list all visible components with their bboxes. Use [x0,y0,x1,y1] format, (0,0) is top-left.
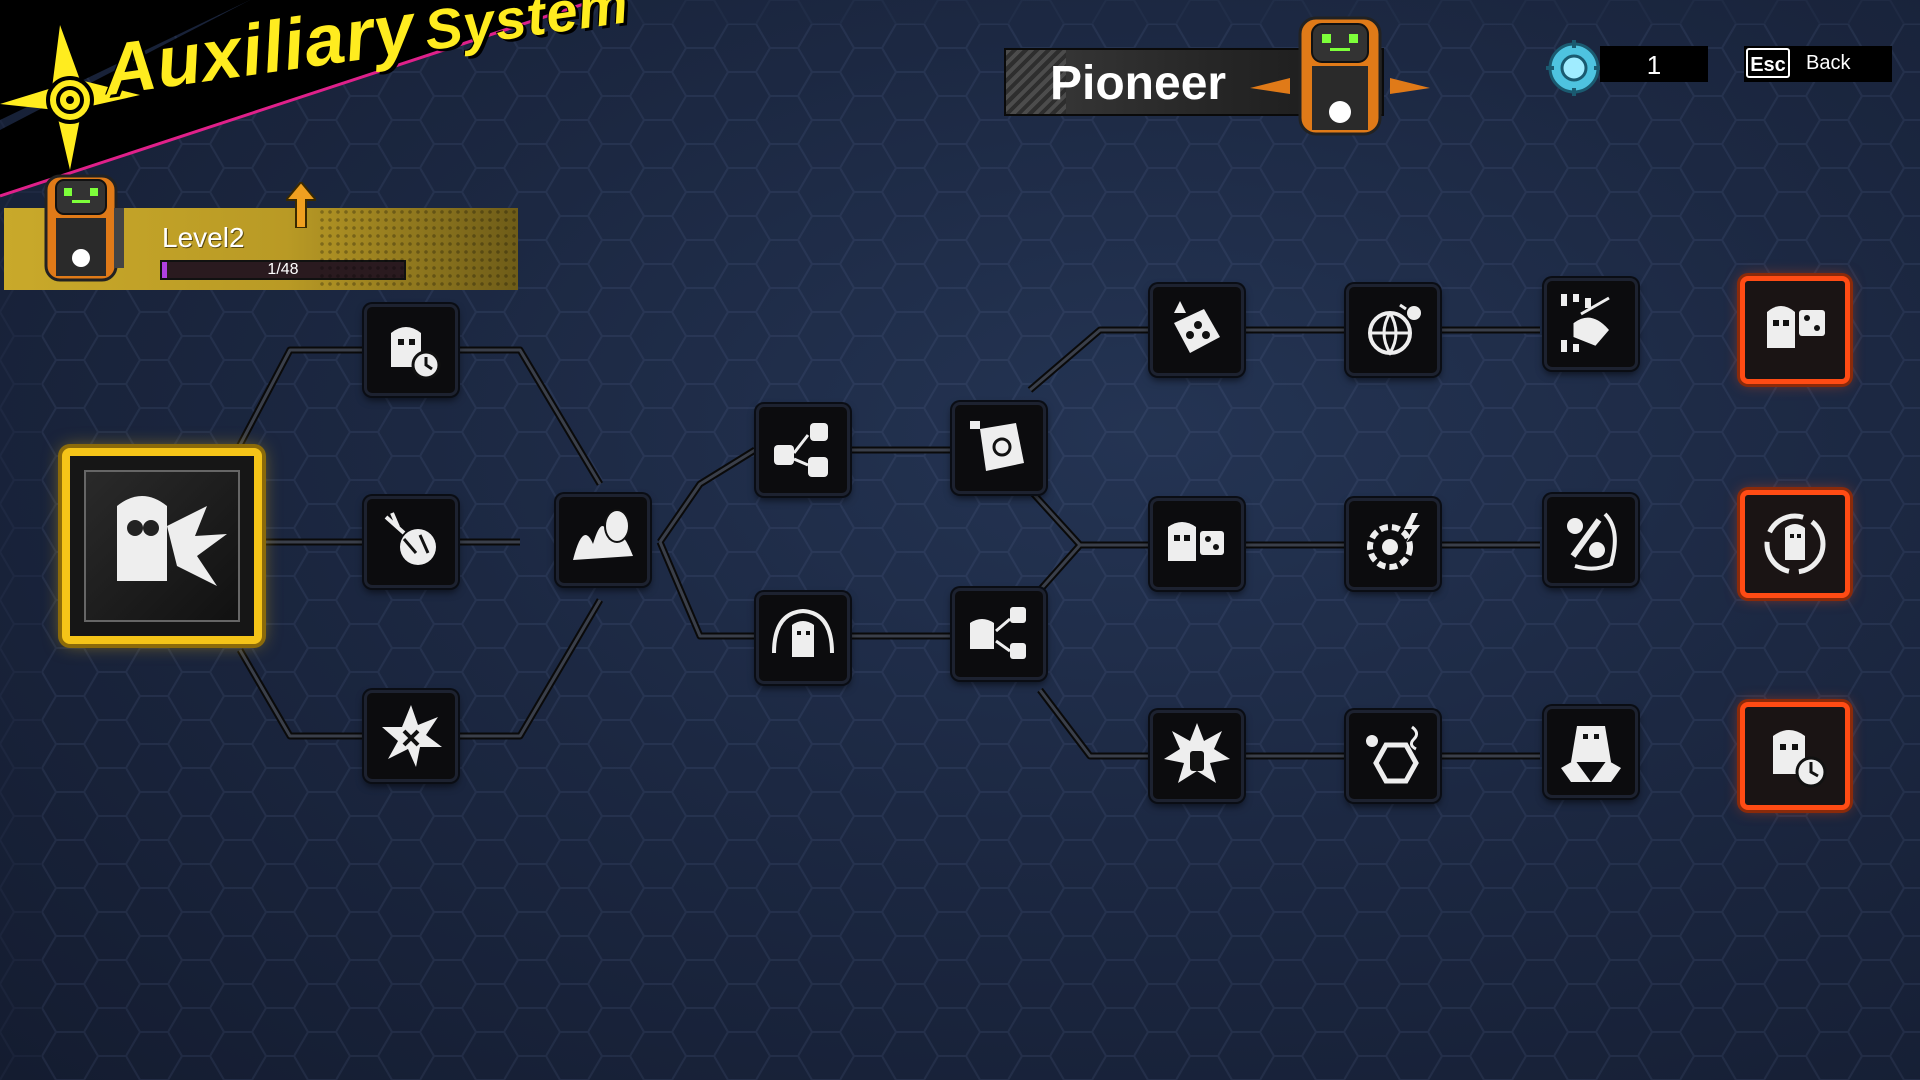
skill-node-gear-lightning[interactable] [1346,498,1440,590]
gear-crystal-icon [1546,40,1602,96]
bot-dice-icon [1168,522,1224,561]
banner-shape [0,0,591,198]
character-name: Pioneer [1050,57,1227,110]
skill-node-meteor[interactable] [364,496,458,588]
burst-icon [382,705,442,767]
level-label: Level2 [162,222,245,253]
bot-swap-icon [774,423,828,477]
skill-node-burst[interactable] [364,690,458,782]
skill-node-slash[interactable] [556,494,650,586]
skill-node-percent[interactable] [1544,494,1638,586]
rocket-bot-icon [1561,726,1621,782]
skill-node-locked-bot-dice[interactable] [1740,276,1850,384]
mascot-avatar [44,174,124,282]
hexagon-icon [1366,725,1419,784]
skill-node-bot-dice[interactable] [1150,498,1244,590]
skill-node-root[interactable] [62,448,262,644]
skill-node-rocket-bot[interactable] [1544,706,1638,798]
bot-timer-icon [1773,730,1827,788]
gear-lightning-icon [1367,513,1420,570]
title-banner: AuxiliarySystem [0,0,633,200]
skill-node-cube-bot[interactable] [952,402,1046,494]
skill-node-bot-shield[interactable] [756,592,850,684]
level-progress-bar: 1/48 [160,260,406,280]
skill-node-bot-spread[interactable] [952,588,1046,680]
skill-node-dice[interactable] [1150,284,1244,376]
star-emblem-icon [0,25,140,170]
meteor-icon [384,512,436,565]
back-button[interactable]: Esc Back [1744,46,1892,82]
bot-timer-icon [391,327,441,380]
bot-shield-icon [772,608,834,657]
skill-node-globe[interactable] [1346,284,1440,376]
cube-bot-icon [970,421,1024,471]
skill-node-hexagon[interactable] [1346,710,1440,802]
skill-node-locked-bot-rotate[interactable] [1740,490,1850,598]
back-label: Back [1806,52,1851,74]
dice-icon [1174,301,1220,353]
circuit-icon [1561,294,1610,352]
character-portrait [1250,16,1430,136]
skill-node-circuit[interactable] [1544,278,1638,370]
explosion-icon [1164,723,1230,783]
bot-spread-icon [970,607,1026,659]
skill-node-locked-bot-timer[interactable] [1740,702,1850,810]
skill-node-bot-timer[interactable] [364,304,458,396]
level-progress-text: 1/48 [267,261,299,278]
level-up-arrow-icon [286,182,316,228]
bot-crash-icon [117,496,227,586]
percent-icon [1567,512,1617,571]
slash-icon [573,509,633,560]
skill-node-explosion[interactable] [1150,710,1244,802]
bot-rotate-icon [1764,513,1826,575]
currency-value: 1 [1646,50,1662,80]
globe-icon [1368,303,1421,356]
currency-counter: 1 [1600,46,1708,82]
esc-key-hint: Esc [1746,48,1790,78]
bot-dice-icon [1767,306,1825,348]
level-progress-fill [162,262,168,278]
skill-node-bot-swap[interactable] [756,404,850,496]
